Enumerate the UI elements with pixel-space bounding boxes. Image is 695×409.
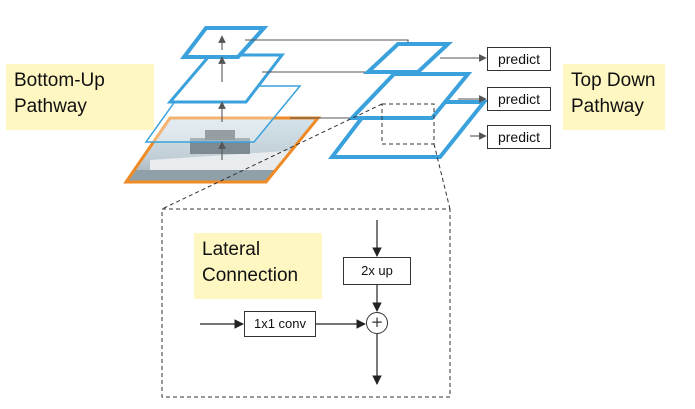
predict-box-level-3: predict [487,125,551,149]
lateral-detail-frame [161,208,451,398]
predict-arrows [440,54,487,140]
top-down-level-1 [362,42,454,74]
bottom-up-pathway-label: Bottom-Up Pathway [6,64,154,130]
top-down-pyramid [327,42,489,159]
top-down-label-line-1: Top Down [571,70,656,91]
upsample-box: 2x up [343,257,411,285]
lateral-connection-label: Lateral Connection [194,233,322,299]
bottom-up-label-line-2: Pathway [14,96,87,117]
conv-1x1-box: 1x1 conv [244,311,316,337]
detail-arrows [200,220,382,385]
top-down-pathway-label: Top Down Pathway [563,64,665,130]
bottom-up-level-2 [166,53,286,104]
predict-box-level-1: predict [487,47,551,71]
top-down-level-2 [347,72,473,120]
top-down-label-line-2: Pathway [571,96,644,117]
lateral-label-line-1: Lateral [202,239,261,260]
element-wise-add-node: + [366,312,388,334]
bottom-up-pyramid [144,26,302,143]
bottom-up-level-1 [179,26,269,59]
bottom-up-label-line-1: Bottom-Up [14,70,105,91]
predict-box-level-2: predict [487,87,551,111]
zoom-indicator [161,103,451,210]
lateral-label-line-2: Connection [202,265,299,286]
